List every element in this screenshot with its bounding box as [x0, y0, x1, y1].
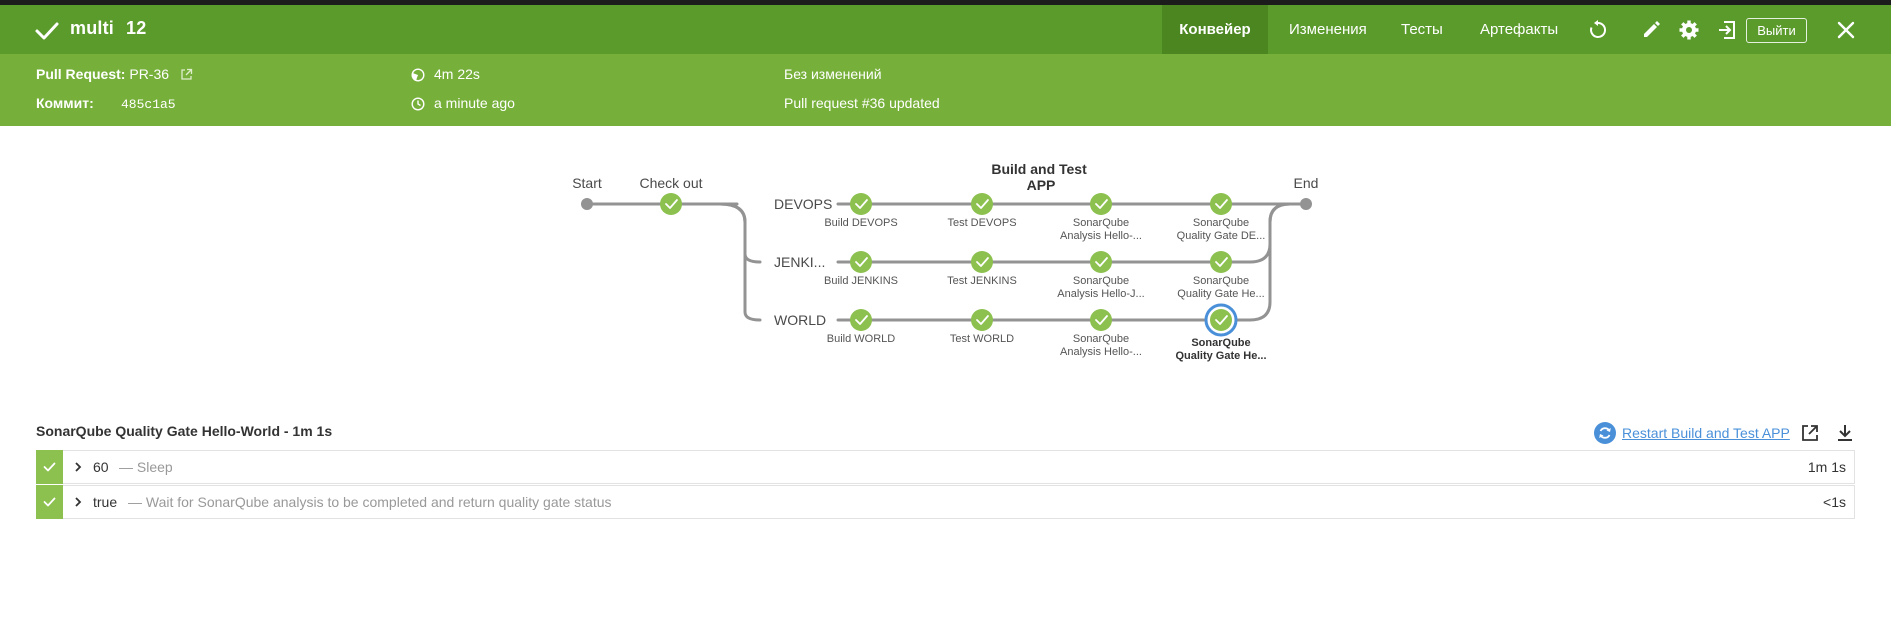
checkout-node[interactable]: [660, 193, 682, 215]
duration-value: 4m 22s: [434, 66, 480, 82]
stage-label: SonarQube: [1073, 333, 1129, 345]
stage-label-line2: Analysis Hello-J...: [1057, 288, 1144, 300]
pipeline-name: multi: [70, 18, 114, 38]
top-strip: [0, 0, 1891, 5]
end-label: End: [1294, 175, 1319, 191]
stage-label: Build WORLD: [827, 333, 896, 345]
stage-node[interactable]: [1210, 193, 1232, 215]
check-icon: [43, 497, 56, 507]
stage-node[interactable]: [1204, 303, 1238, 337]
branch-label[interactable]: WORLD: [774, 312, 826, 328]
stage-label-line2: Quality Gate He...: [1177, 288, 1264, 300]
logout-button[interactable]: Выйти: [1746, 18, 1807, 43]
tab-pipeline[interactable]: Конвейер: [1162, 5, 1268, 54]
stage-node[interactable]: [971, 193, 993, 215]
stage-node[interactable]: [1090, 251, 1112, 273]
parallel-stage-title: Build and Test APP: [991, 161, 1090, 193]
pr-value[interactable]: PR-36: [129, 66, 170, 82]
commit-label: Коммит:: [36, 95, 94, 111]
stage-label: SonarQube: [1193, 217, 1249, 229]
stage-node[interactable]: [971, 309, 993, 331]
stage-label: Build JENKINS: [824, 275, 898, 287]
run-title: multi 12: [70, 18, 146, 39]
restart-stage-label[interactable]: Restart Build and Test APP: [1622, 425, 1790, 441]
step-status-success: [36, 485, 63, 519]
stage-label: Test JENKINS: [947, 275, 1017, 287]
run-header: multi 12 Конвейер Изменения Тесты Артефак…: [0, 5, 1891, 54]
replay-icon[interactable]: [1587, 19, 1609, 41]
commit-value[interactable]: 485c1a5: [121, 97, 176, 112]
stage-label: SonarQube: [1193, 275, 1249, 287]
close-icon[interactable]: [1835, 19, 1857, 41]
step-row[interactable]: 60 — Sleep 1m 1s: [36, 450, 1855, 484]
pr-label: Pull Request:: [36, 66, 126, 82]
clock-icon: [411, 97, 425, 111]
step-status-success: [36, 450, 63, 484]
tab-artifacts[interactable]: Артефакты: [1480, 21, 1559, 38]
stage-label-line2: Quality Gate He...: [1175, 350, 1266, 362]
stage-node[interactable]: [850, 251, 872, 273]
duration-icon: [411, 68, 425, 82]
stage-node[interactable]: [850, 309, 872, 331]
pipeline-graph-canvas: Start End Check out Build and Test APP D…: [572, 161, 1319, 362]
stage-label: Test DEVOPS: [947, 217, 1016, 229]
start-label: Start: [572, 175, 602, 191]
cause-text: Pull request #36 updated: [784, 95, 940, 111]
chevron-right-icon[interactable]: [73, 496, 83, 508]
step-value: true: [93, 494, 118, 510]
chevron-right-icon[interactable]: [73, 461, 83, 473]
check-icon: [43, 462, 56, 472]
stage-node[interactable]: [1210, 251, 1232, 273]
open-external-icon[interactable]: [1800, 423, 1820, 443]
step-description: — Sleep: [119, 459, 173, 475]
step-description: — Wait for SonarQube analysis to be comp…: [128, 494, 612, 510]
stage-node[interactable]: [850, 193, 872, 215]
started-value: a minute ago: [434, 95, 515, 111]
stage-label: SonarQube: [1073, 217, 1129, 229]
stage-label-line2: Quality Gate DE...: [1177, 230, 1266, 242]
checkout-label: Check out: [639, 175, 702, 191]
stage-label: SonarQube: [1191, 337, 1250, 349]
exit-icon[interactable]: [1716, 19, 1738, 41]
step-value: 60: [93, 459, 109, 475]
stage-node[interactable]: [1090, 309, 1112, 331]
restart-icon[interactable]: [1594, 422, 1616, 444]
download-icon[interactable]: [1835, 423, 1855, 443]
step-duration: 1m 1s: [1807, 459, 1846, 475]
pipeline-graph: Start End Check out Build and Test APP D…: [0, 126, 1891, 406]
stage-label-line2: Analysis Hello-...: [1060, 230, 1142, 242]
start-node: [581, 198, 593, 210]
stage-label: SonarQube: [1073, 275, 1129, 287]
stage-node[interactable]: [971, 251, 993, 273]
branch-label[interactable]: DEVOPS: [774, 196, 832, 212]
stage-label: Build DEVOPS: [824, 217, 897, 229]
tab-tests[interactable]: Тесты: [1401, 21, 1443, 38]
run-number: 12: [126, 18, 147, 38]
steps-title: SonarQube Quality Gate Hello-World - 1m …: [36, 423, 333, 439]
run-summary: Pull Request: PR-36 Коммит: 485c1a5 4m 2…: [0, 54, 1891, 126]
stage-node[interactable]: [1090, 193, 1112, 215]
step-duration: <1s: [1823, 494, 1846, 510]
step-row[interactable]: true — Wait for SonarQube analysis to be…: [36, 485, 1855, 519]
changes-text: Без изменений: [784, 66, 882, 82]
external-link-icon[interactable]: [180, 68, 193, 81]
end-node: [1300, 198, 1312, 210]
gear-icon[interactable]: [1678, 19, 1700, 41]
stage-label: Test WORLD: [950, 333, 1014, 345]
check-icon: [35, 22, 59, 40]
branch-label[interactable]: JENKI...: [774, 254, 825, 270]
stage-label-line2: Analysis Hello-...: [1060, 346, 1142, 358]
restart-stage-button[interactable]: Restart Build and Test APP: [1594, 421, 1790, 445]
edit-icon[interactable]: [1640, 19, 1662, 41]
tab-changes[interactable]: Изменения: [1289, 21, 1367, 38]
